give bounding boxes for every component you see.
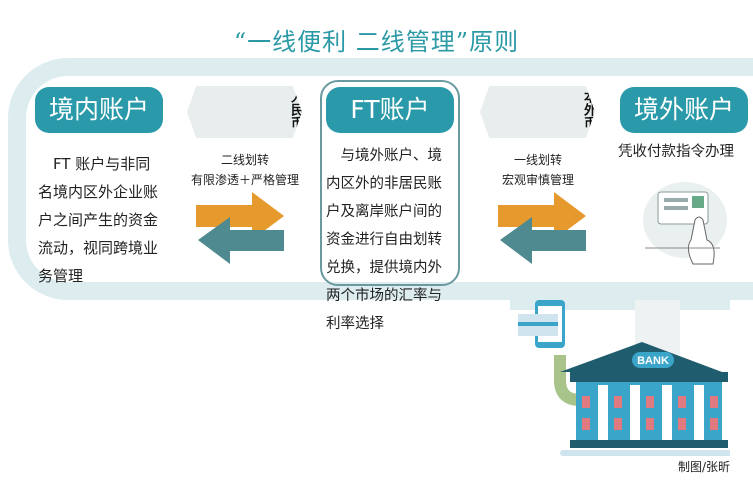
bank-sign: BANK [637, 355, 669, 367]
left-arrows [196, 192, 284, 264]
title: “一线便利 二线管理”原则 [233, 28, 520, 56]
right-arrow-icon [196, 192, 284, 240]
domestic-account-desc: FT 账户与非同名境内区外企业账户之间产生的资金流动，视同跨境业务管理 [38, 155, 159, 285]
rmb-panel: 人民币 [187, 86, 302, 138]
domestic-account-box: 境内账户 [35, 87, 163, 133]
fx-label: 本外币 [581, 90, 596, 129]
offshore-account-box: 境外账户 [620, 87, 748, 133]
right-arrows [498, 192, 586, 264]
ft-frame [320, 80, 460, 286]
right-link-text: 一线划转宏观审慎管理 [468, 150, 608, 190]
fx-panel: 本外币 [480, 86, 595, 138]
right-link-line2: 宏观审慎管理 [501, 173, 574, 187]
rmb-label: 人民币 [288, 90, 303, 129]
ft-account-desc: 与境外账户、境内区外的非居民账户及离岸账户间的资金进行自由划转兑换，提供境内外两… [326, 148, 442, 332]
left-link-text: 二线划转有限渗透＋严格管理 [175, 150, 315, 190]
loop-band [8, 58, 753, 300]
left-arrow-icon [198, 217, 284, 264]
ft-account-box: FT账户 [326, 87, 454, 133]
right-link-line1: 一线划转 [513, 153, 562, 167]
card-hand-icon [643, 182, 727, 265]
right-arrow-icon [498, 192, 586, 240]
left-link-line2: 有限渗透＋严格管理 [190, 173, 299, 187]
left-link-line1: 二线划转 [220, 153, 269, 167]
offshore-account-desc: 凭收付款指令办理 [618, 144, 734, 160]
bank-illustration: BANK [510, 296, 730, 456]
left-arrow-icon [500, 217, 586, 264]
credit: 制图/张昕 [678, 460, 731, 474]
